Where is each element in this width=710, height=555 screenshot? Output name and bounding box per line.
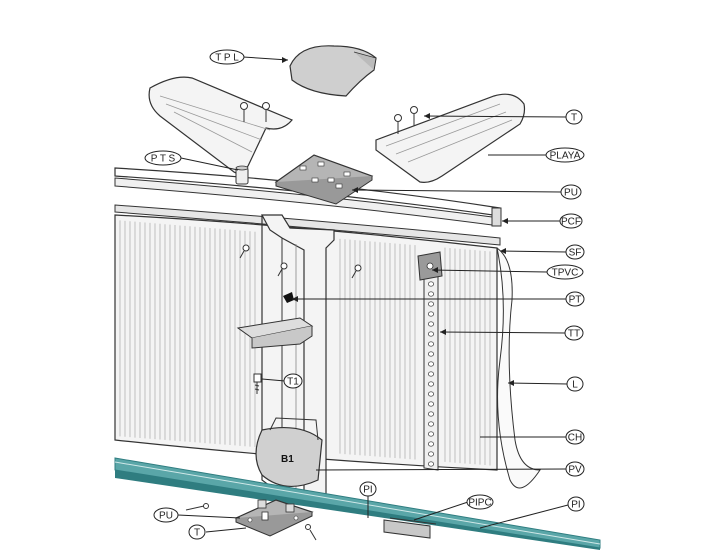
callout-tpl: T P L [209,49,245,65]
pi-top-label: PI [363,485,372,496]
t1-screw [253,373,262,394]
pcf-label: PCF [561,217,581,228]
b1-label: B1 [281,454,294,465]
callout-pv: PV [565,461,585,477]
tt-hole [428,311,434,317]
top-plate-pu [274,154,374,205]
callout-t1: T1 [283,373,303,389]
l-label: L [572,380,578,391]
bottom-screws [185,503,317,541]
tt-hole [428,391,434,397]
tt-label: TT [568,329,580,340]
callout-pts: P T S [144,150,182,166]
callout-pi-top: PI [359,481,377,497]
right-top-ledge-playa [375,93,526,183]
playa-label: PLAYA [550,151,581,162]
tt-strip-holes [428,281,434,467]
tpl-cover [289,45,377,97]
t-top-label: T [571,113,577,124]
rail-sf [114,204,501,246]
tpl-label: T P L [215,53,239,64]
tt-hole [428,341,434,347]
tpvc-label: TPVC [552,268,579,279]
t-bottom-label: T [194,528,200,539]
sf-label: SF [569,248,582,259]
pt-label: PT [569,295,582,306]
tt-hole [428,401,434,407]
callout-t-top: T [565,109,583,125]
tt-hole [428,451,434,457]
pv-label: PV [568,465,582,476]
wall-panel [114,214,541,489]
tt-hole [428,351,434,357]
pu-top-label: PU [564,188,578,199]
callout-tt: TT [564,325,584,341]
tt-hole [428,291,434,297]
tt-hole [428,421,434,427]
callout-t-bottom: T [188,524,206,540]
tt-hole [428,321,434,327]
tt-hole [428,281,434,287]
callout-pipc: PIPC [466,494,494,510]
boot-b1: B1 [255,417,323,487]
callout-pu-bottom: PU [153,507,179,523]
tt-hole [428,411,434,417]
pi-right-label: PI [571,500,580,511]
callout-playa: PLAYA [545,147,585,163]
tt-hole [428,361,434,367]
tt-hole [428,381,434,387]
pts-label: P T S [151,154,176,165]
tt-hole [428,431,434,437]
pipc-label: PIPC [468,498,491,509]
leader-arrowheads [282,57,514,386]
tt-strip [423,274,439,471]
bottom-plate-pu [234,499,314,537]
wall-panel-stripes [119,220,491,466]
callout-pi-right: PI [567,496,585,512]
ch-label: CH [568,433,582,444]
ledge-screws [240,102,418,134]
pipc-connector [383,517,437,539]
pt-screw [283,292,294,303]
callout-sf: SF [565,244,585,260]
tt-hole [428,371,434,377]
callout-ch: CH [565,429,585,445]
tt-hole [428,441,434,447]
callout-pcf: PCF [559,213,583,229]
wall-screws [239,244,362,279]
t1-label: T1 [287,377,299,388]
tt-hole [428,331,434,337]
callout-tpvc: TPVC [546,264,584,280]
callout-pu-top: PU [560,184,582,200]
pts-cap [235,165,249,185]
tpvc-clip [417,251,443,281]
tt-hole [428,301,434,307]
support-bracket [236,317,314,349]
pu-bottom-label: PU [159,511,173,522]
leader-lines [177,56,569,533]
callout-l: L [566,376,584,392]
bottom-rail-pi [114,457,601,550]
left-top-ledge [148,76,293,174]
callout-pt: PT [565,291,585,307]
tt-hole [428,461,434,467]
